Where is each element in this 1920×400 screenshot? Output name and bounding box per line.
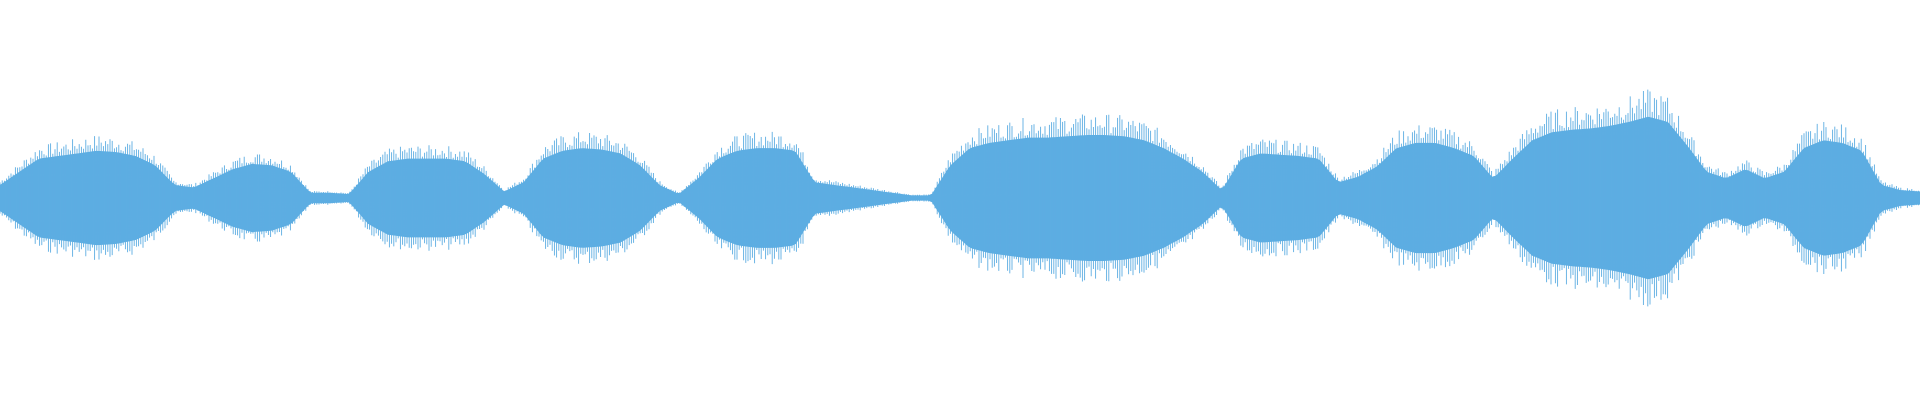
waveform-samples (0, 89, 1920, 307)
